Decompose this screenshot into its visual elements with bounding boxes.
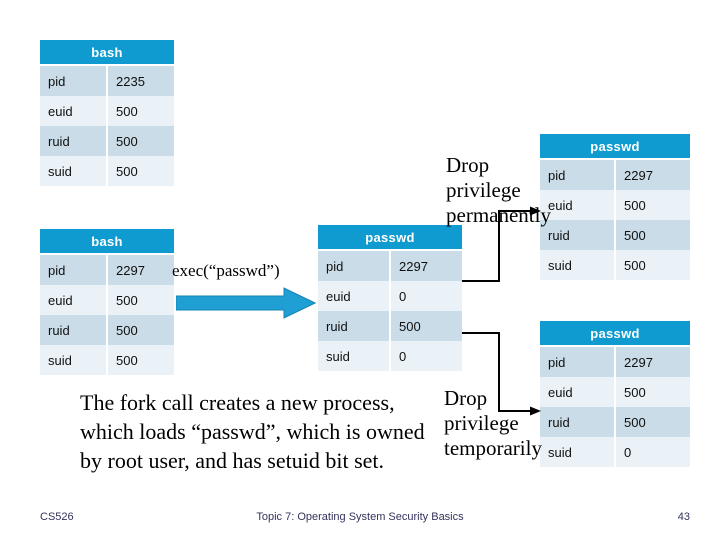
footer-page-number: 43 [677,511,690,523]
table-row: ruid 500 [40,126,174,156]
table-row: euid 500 [540,377,690,407]
table-row: ruid 500 [318,311,462,341]
row-value: 500 [615,250,690,280]
footer-course-label: CS526 [40,511,74,523]
table-row: suid 500 [40,345,174,375]
row-value: 500 [107,126,174,156]
drop-privilege-permanently-label: Drop privilege permanently [446,153,551,227]
process-state-table-bash-parent: bash pid 2235 euid 500 ruid 500 suid 500 [40,40,174,186]
row-key: euid [540,377,616,407]
row-key: euid [40,96,108,126]
row-value: 500 [107,156,174,186]
row-key: pid [540,158,616,190]
row-key: pid [40,253,108,285]
row-key: suid [540,437,616,467]
table-header-label: bash [40,40,174,65]
table-header-row: bash [40,229,174,254]
row-value: 0 [390,341,462,371]
table-row: ruid 500 [540,407,690,437]
table-header-label: bash [40,229,174,254]
table-header-row: passwd [318,225,462,250]
row-value: 500 [615,190,690,220]
process-state-table-bash-child: bash pid 2297 euid 500 ruid 500 suid 500 [40,229,174,375]
exec-block-arrow-icon [176,287,316,319]
table-row: pid 2297 [540,345,690,377]
row-key: euid [540,190,616,220]
table-header-label: passwd [540,321,690,346]
table-row: euid 500 [40,285,174,315]
table-row: euid 0 [318,281,462,311]
table-header-label: passwd [318,225,462,250]
row-key: suid [540,250,616,280]
row-value: 2235 [107,64,174,96]
table-header-row: passwd [540,321,690,346]
row-key: ruid [540,220,616,250]
table-row: euid 500 [540,190,690,220]
slide-body-text: The fork call creates a new process, whi… [80,390,425,474]
process-state-table-passwd-setuid: passwd pid 2297 euid 0 ruid 500 suid 0 [318,225,462,371]
row-value: 500 [615,220,690,250]
row-key: ruid [318,311,391,341]
drop-privilege-temporarily-label: Drop privilege temporarily [444,386,542,460]
table-header-label: passwd [540,134,690,159]
table-row: pid 2235 [40,64,174,96]
table-row: pid 2297 [40,253,174,285]
row-key: pid [40,64,108,96]
row-key: euid [318,281,391,311]
row-value: 0 [615,437,690,467]
table-row: euid 500 [40,96,174,126]
row-value: 500 [615,377,690,407]
table-row: pid 2297 [318,249,462,281]
table-row: pid 2297 [540,158,690,190]
row-key: pid [318,249,391,281]
table-row: ruid 500 [540,220,690,250]
row-key: suid [40,345,108,375]
table-header-row: passwd [540,134,690,159]
table-row: ruid 500 [40,315,174,345]
row-value: 500 [107,96,174,126]
row-value: 500 [107,345,174,375]
row-value: 0 [390,281,462,311]
row-value: 2297 [107,253,174,285]
table-row: suid 0 [540,437,690,467]
row-value: 500 [107,285,174,315]
row-value: 2297 [390,249,462,281]
footer-topic-label: Topic 7: Operating System Security Basic… [256,511,464,523]
row-key: ruid [40,126,108,156]
table-row: suid 0 [318,341,462,371]
process-state-table-passwd-drop-permanent: passwd pid 2297 euid 500 ruid 500 suid 5… [540,134,690,280]
process-state-table-passwd-drop-temporary: passwd pid 2297 euid 500 ruid 500 suid 0 [540,321,690,467]
row-value: 2297 [615,158,690,190]
row-value: 500 [390,311,462,341]
slide-footer: CS526 Topic 7: Operating System Security… [0,505,720,540]
row-value: 2297 [615,345,690,377]
row-key: suid [318,341,391,371]
exec-call-label: exec(“passwd”) [172,261,280,280]
row-value: 500 [107,315,174,345]
table-row: suid 500 [540,250,690,280]
row-value: 500 [615,407,690,437]
row-key: ruid [540,407,616,437]
row-key: euid [40,285,108,315]
row-key: ruid [40,315,108,345]
row-key: suid [40,156,108,186]
table-row: suid 500 [40,156,174,186]
row-key: pid [540,345,616,377]
table-header-row: bash [40,40,174,65]
